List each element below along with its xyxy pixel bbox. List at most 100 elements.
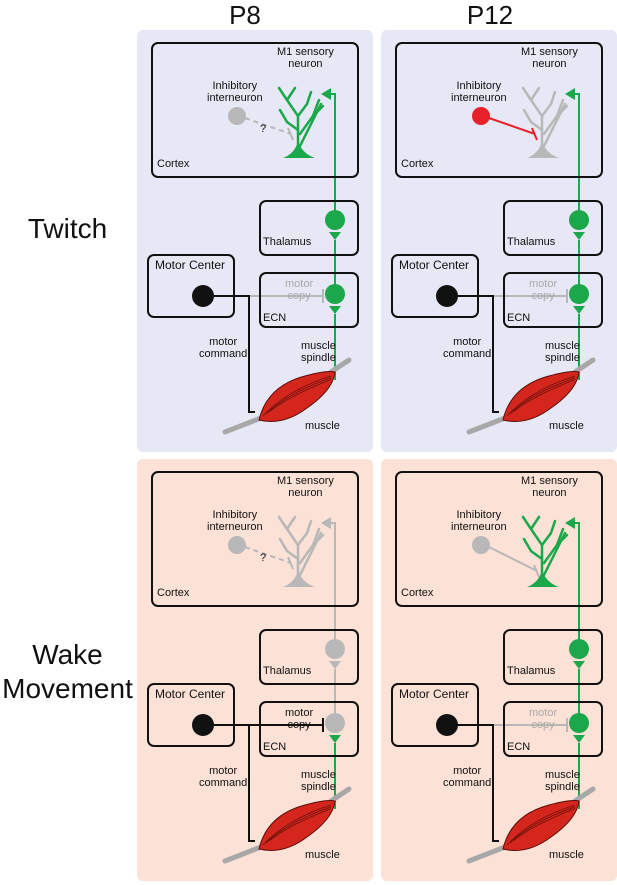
inh-label-line-1: Inhibitory xyxy=(212,509,258,521)
panel-wake-p12: M1 sensory neuron Inhibitory interneuron… xyxy=(381,459,617,881)
ecn-neuron-icon xyxy=(325,713,345,733)
muscle-spindle-line-2: spindle xyxy=(545,781,580,793)
muscle-fiber-1 xyxy=(266,806,332,843)
ecn-box xyxy=(259,272,359,328)
ecn-label: ECN xyxy=(507,312,531,324)
motor-copy-line-2: copy xyxy=(287,290,311,302)
muscle-belly xyxy=(502,800,580,851)
inhibitory-connection xyxy=(488,546,540,578)
ecn-box xyxy=(259,701,359,757)
inhibitory-interneuron-label: Inhibitory interneuron xyxy=(207,80,263,104)
terminal-cortex-icon xyxy=(321,517,331,529)
motor-center-neuron-icon xyxy=(192,714,214,736)
motor-copy-line-2: copy xyxy=(287,719,311,731)
dendrite-branch-6 xyxy=(298,531,323,577)
motor-center-label: Motor Center xyxy=(155,687,226,701)
dendrite-branch-2 xyxy=(529,86,541,102)
axon-thalamus-to-cortex xyxy=(331,522,336,649)
dendrite-branch-2 xyxy=(285,86,297,102)
motor-command-line-2: command xyxy=(443,348,492,360)
muscle-fiber-0 xyxy=(262,804,332,846)
terminal-ecn-icon xyxy=(329,735,341,743)
inhibitory-bar xyxy=(533,564,540,578)
motor-command-line-2: command xyxy=(199,777,248,789)
m1-neuron-dendrites xyxy=(521,86,569,150)
question-mark: ? xyxy=(260,552,267,564)
cortex-box xyxy=(151,42,359,178)
muscle-label: muscle xyxy=(305,420,340,432)
inh-label-line-2: interneuron xyxy=(207,521,263,533)
motor-copy-line-2: copy xyxy=(531,719,555,731)
muscle-spindle-line-1: muscle xyxy=(545,769,580,781)
inhibitory-interneuron-label: Inhibitory interneuron xyxy=(451,80,507,104)
inhibitory-line xyxy=(488,546,538,572)
inhibitory-interneuron-label: Inhibitory interneuron xyxy=(207,509,263,533)
muscle-label: muscle xyxy=(549,849,584,861)
motor-command-line-2: command xyxy=(199,348,248,360)
m1-label-line-1: M1 sensory xyxy=(277,475,334,487)
motor-center-box xyxy=(147,683,235,747)
motor-copy-label: motor copy xyxy=(529,278,557,302)
motor-command-line xyxy=(203,295,255,413)
axon-thalamus-to-cortex xyxy=(575,93,580,220)
ecn-box xyxy=(503,701,603,757)
inhibitory-interneuron-icon xyxy=(472,536,490,554)
motor-center-box xyxy=(391,254,479,318)
muscle-label: muscle xyxy=(305,849,340,861)
dendrite-branch-1 xyxy=(296,519,313,547)
panel-drawing xyxy=(192,86,352,435)
motor-center-neuron-icon xyxy=(436,714,458,736)
muscle-icon xyxy=(222,786,352,864)
m1-neuron-dendrites xyxy=(277,86,325,150)
cortex-label: Cortex xyxy=(157,158,190,170)
inh-label-line-1: Inhibitory xyxy=(212,80,258,92)
motor-command-line xyxy=(447,295,499,413)
motor-copy-line-1: motor xyxy=(529,707,558,719)
thalamus-label: Thalamus xyxy=(263,665,312,677)
panel-drawing xyxy=(436,515,596,864)
motor-copy-line-2: copy xyxy=(531,290,555,302)
thalamus-neuron-icon xyxy=(325,639,345,659)
dendrite-branch-1 xyxy=(540,90,557,118)
motor-center-neuron-icon xyxy=(436,285,458,307)
terminal-cortex-icon xyxy=(321,88,331,100)
m1-sensory-neuron-label: M1 sensory neuron xyxy=(277,46,334,70)
motor-copy-line-1: motor xyxy=(529,278,558,290)
inhibitory-line xyxy=(244,546,292,564)
muscle-icon xyxy=(222,357,352,435)
cortex-label: Cortex xyxy=(157,587,190,599)
column-header-p8: P8 xyxy=(229,0,261,30)
motor-command-label: motor command xyxy=(199,336,247,360)
m1-neuron-soma-icon xyxy=(527,142,559,158)
m1-neuron-soma-icon xyxy=(527,571,559,587)
terminal-ecn-icon xyxy=(573,306,585,314)
muscle-fiber-2 xyxy=(269,808,332,841)
m1-sensory-neuron-label: M1 sensory neuron xyxy=(521,475,578,499)
motor-command-label: motor command xyxy=(443,336,491,360)
axon-thalamus-to-cortex xyxy=(575,522,580,649)
thalamus-neuron-icon xyxy=(325,210,345,230)
thalamus-neuron-icon xyxy=(569,210,589,230)
muscle-spindle-line-1: muscle xyxy=(301,340,336,352)
panel-twitch-p8: M1 sensory neuron Inhibitory interneuron… xyxy=(137,30,373,452)
dendrite-branch-6 xyxy=(298,102,323,148)
dendrite-branch-1 xyxy=(296,90,313,118)
terminal-thalamus-icon xyxy=(329,232,341,240)
axon-thalamus-to-cortex xyxy=(331,93,336,220)
thalamus-label: Thalamus xyxy=(263,236,312,248)
motor-command-line-1: motor xyxy=(453,765,482,777)
muscle-spindle-line-2: spindle xyxy=(545,352,580,364)
motor-center-label: Motor Center xyxy=(399,687,470,701)
tendon-right xyxy=(572,786,596,804)
inhibitory-bar xyxy=(287,556,294,570)
motor-command-line-1: motor xyxy=(209,336,238,348)
thalamus-box xyxy=(503,629,603,685)
cortex-box xyxy=(395,471,603,607)
muscle-fiber-1 xyxy=(510,377,576,414)
muscle-spindle-line-1: muscle xyxy=(545,340,580,352)
inhibitory-line xyxy=(244,117,292,135)
inhibitory-bar xyxy=(287,127,294,141)
row-header-line-2: Movement xyxy=(2,673,133,704)
muscle-label: muscle xyxy=(549,420,584,432)
cortex-box xyxy=(151,471,359,607)
